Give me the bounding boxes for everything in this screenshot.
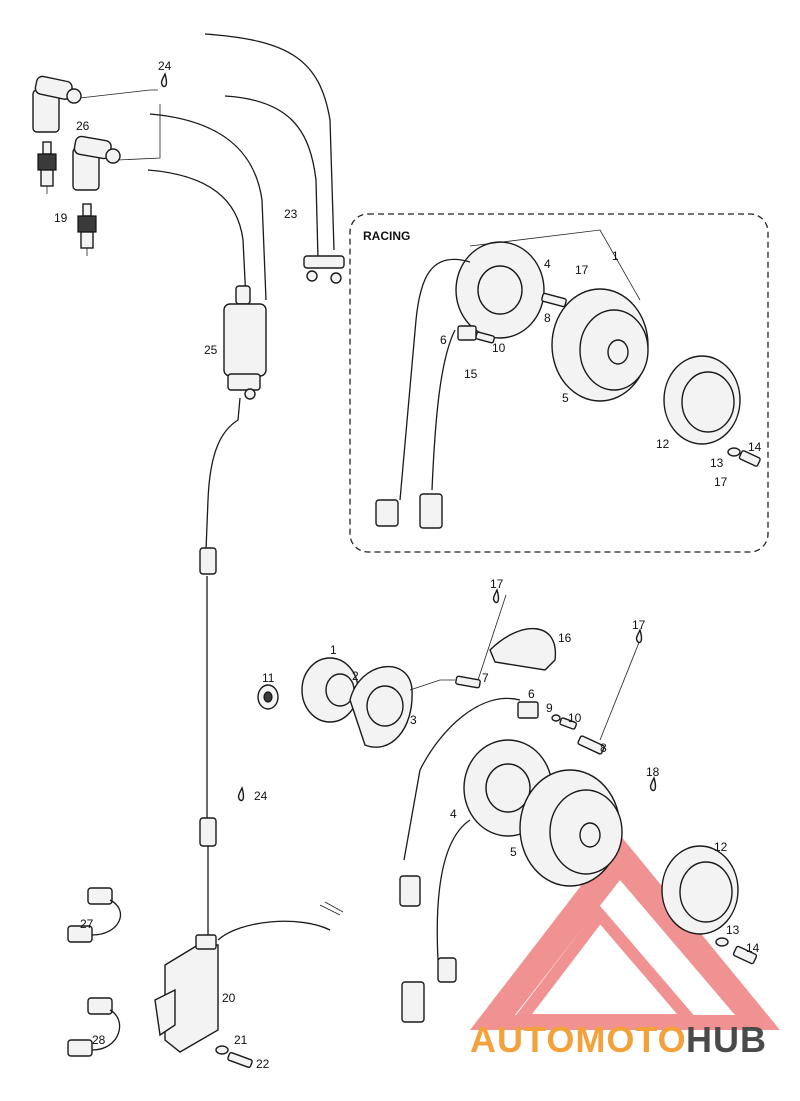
drop-icon	[160, 72, 168, 88]
bolt-22	[227, 1052, 253, 1068]
racing-kit-frame	[349, 213, 769, 553]
callout-17: 17	[714, 475, 728, 489]
callout-16: 16	[558, 631, 572, 645]
pickup-6	[517, 701, 539, 719]
cdi-unit	[154, 934, 219, 1053]
drop-icon	[635, 628, 643, 644]
racing-connector-b	[419, 493, 443, 529]
callout-4: 4	[450, 807, 457, 821]
racing-washer-13	[727, 447, 741, 457]
callout-25: 25	[204, 343, 218, 357]
callout-22: 22	[256, 1057, 270, 1071]
callout-6: 6	[440, 333, 447, 347]
callout-1: 1	[330, 643, 337, 657]
callout-24: 24	[158, 59, 172, 73]
connector-27	[67, 887, 122, 943]
callout-1: 1	[612, 249, 619, 263]
watermark-logo	[470, 835, 780, 1030]
callout-26: 26	[76, 119, 90, 133]
callout-2: 2	[352, 669, 359, 683]
connector-28	[67, 997, 121, 1057]
racing-pickup-6	[457, 325, 477, 341]
screw-7	[455, 675, 481, 689]
flywheel-5	[519, 769, 623, 887]
racing-rotor-12	[663, 355, 741, 445]
stator-connector-c	[401, 981, 425, 1023]
callouts: 1 4 17 8 6 10 15 5 12 13 14 17 24 26 19 …	[54, 59, 762, 1071]
callout-13: 13	[726, 923, 740, 937]
callout-17: 17	[632, 618, 646, 632]
watermark-text: AUTOMOTO HUB	[470, 1019, 767, 1060]
callout-10: 10	[568, 711, 582, 725]
callout-27: 27	[80, 917, 94, 931]
ht-leads	[147, 33, 345, 301]
callout-15: 15	[464, 367, 478, 381]
bolt-14	[732, 945, 758, 965]
callout-28: 28	[92, 1033, 106, 1047]
callout-10: 10	[492, 341, 506, 355]
spark-plug-cap-2	[72, 135, 121, 191]
callout-14: 14	[746, 941, 760, 955]
rotor-12	[661, 845, 739, 935]
callout-13: 13	[710, 456, 724, 470]
callout-24: 24	[254, 789, 268, 803]
callout-7: 7	[482, 671, 489, 685]
callout-5: 5	[562, 391, 569, 405]
callout-6: 6	[528, 687, 535, 701]
drop-icon	[649, 776, 657, 792]
callout-5: 5	[510, 845, 517, 859]
callout-21: 21	[234, 1033, 248, 1047]
screw-10	[559, 717, 578, 730]
callout-3: 3	[410, 713, 417, 727]
washer-13	[715, 937, 729, 947]
washer-21	[215, 1045, 229, 1055]
ignition-coil	[223, 285, 267, 400]
spark-plug-2	[77, 203, 97, 256]
watermark-text-part2: HUB	[686, 1019, 767, 1060]
callout-17: 17	[490, 577, 504, 591]
callout-14: 14	[748, 440, 762, 454]
spark-plug-1	[37, 141, 57, 194]
watermark-text-part1: AUTOMOTO	[470, 1019, 687, 1060]
racing-connector-a	[375, 499, 399, 527]
callout-8: 8	[544, 311, 551, 325]
callout-18: 18	[646, 765, 660, 779]
racing-section-title: RACING	[363, 229, 410, 243]
seal-11	[257, 684, 279, 710]
callout-11: 11	[262, 671, 275, 685]
callout-12: 12	[714, 840, 728, 854]
stator-plate-3	[349, 666, 413, 748]
callout-4: 4	[544, 257, 551, 271]
drop-icon	[492, 588, 500, 604]
callout-20: 20	[222, 991, 236, 1005]
watermark-triangle-inner-icon	[507, 905, 704, 1026]
callout-12: 12	[656, 437, 670, 451]
crankcase-cover-16	[489, 628, 557, 671]
washer-9	[551, 714, 561, 722]
coil-connector	[199, 547, 217, 575]
racing-bolt-8	[541, 292, 567, 308]
stator-connector-b	[437, 957, 457, 983]
bolt-8	[577, 735, 605, 755]
cdi-lead-connector	[199, 817, 217, 847]
callout-19: 19	[54, 211, 68, 225]
racing-screw-10	[475, 331, 495, 344]
callout-23: 23	[284, 207, 298, 221]
callout-9: 9	[546, 701, 553, 715]
stator-connector-a	[399, 875, 421, 907]
racing-bolt-14	[738, 450, 761, 467]
callout-17: 17	[575, 263, 589, 277]
racing-stator-4	[455, 241, 545, 339]
drop-icon	[237, 786, 245, 802]
racing-flywheel-5	[551, 288, 649, 402]
callout-8: 8	[600, 741, 607, 755]
watermark-triangle-icon	[470, 835, 780, 1030]
spark-plug-cap-1	[32, 75, 82, 133]
